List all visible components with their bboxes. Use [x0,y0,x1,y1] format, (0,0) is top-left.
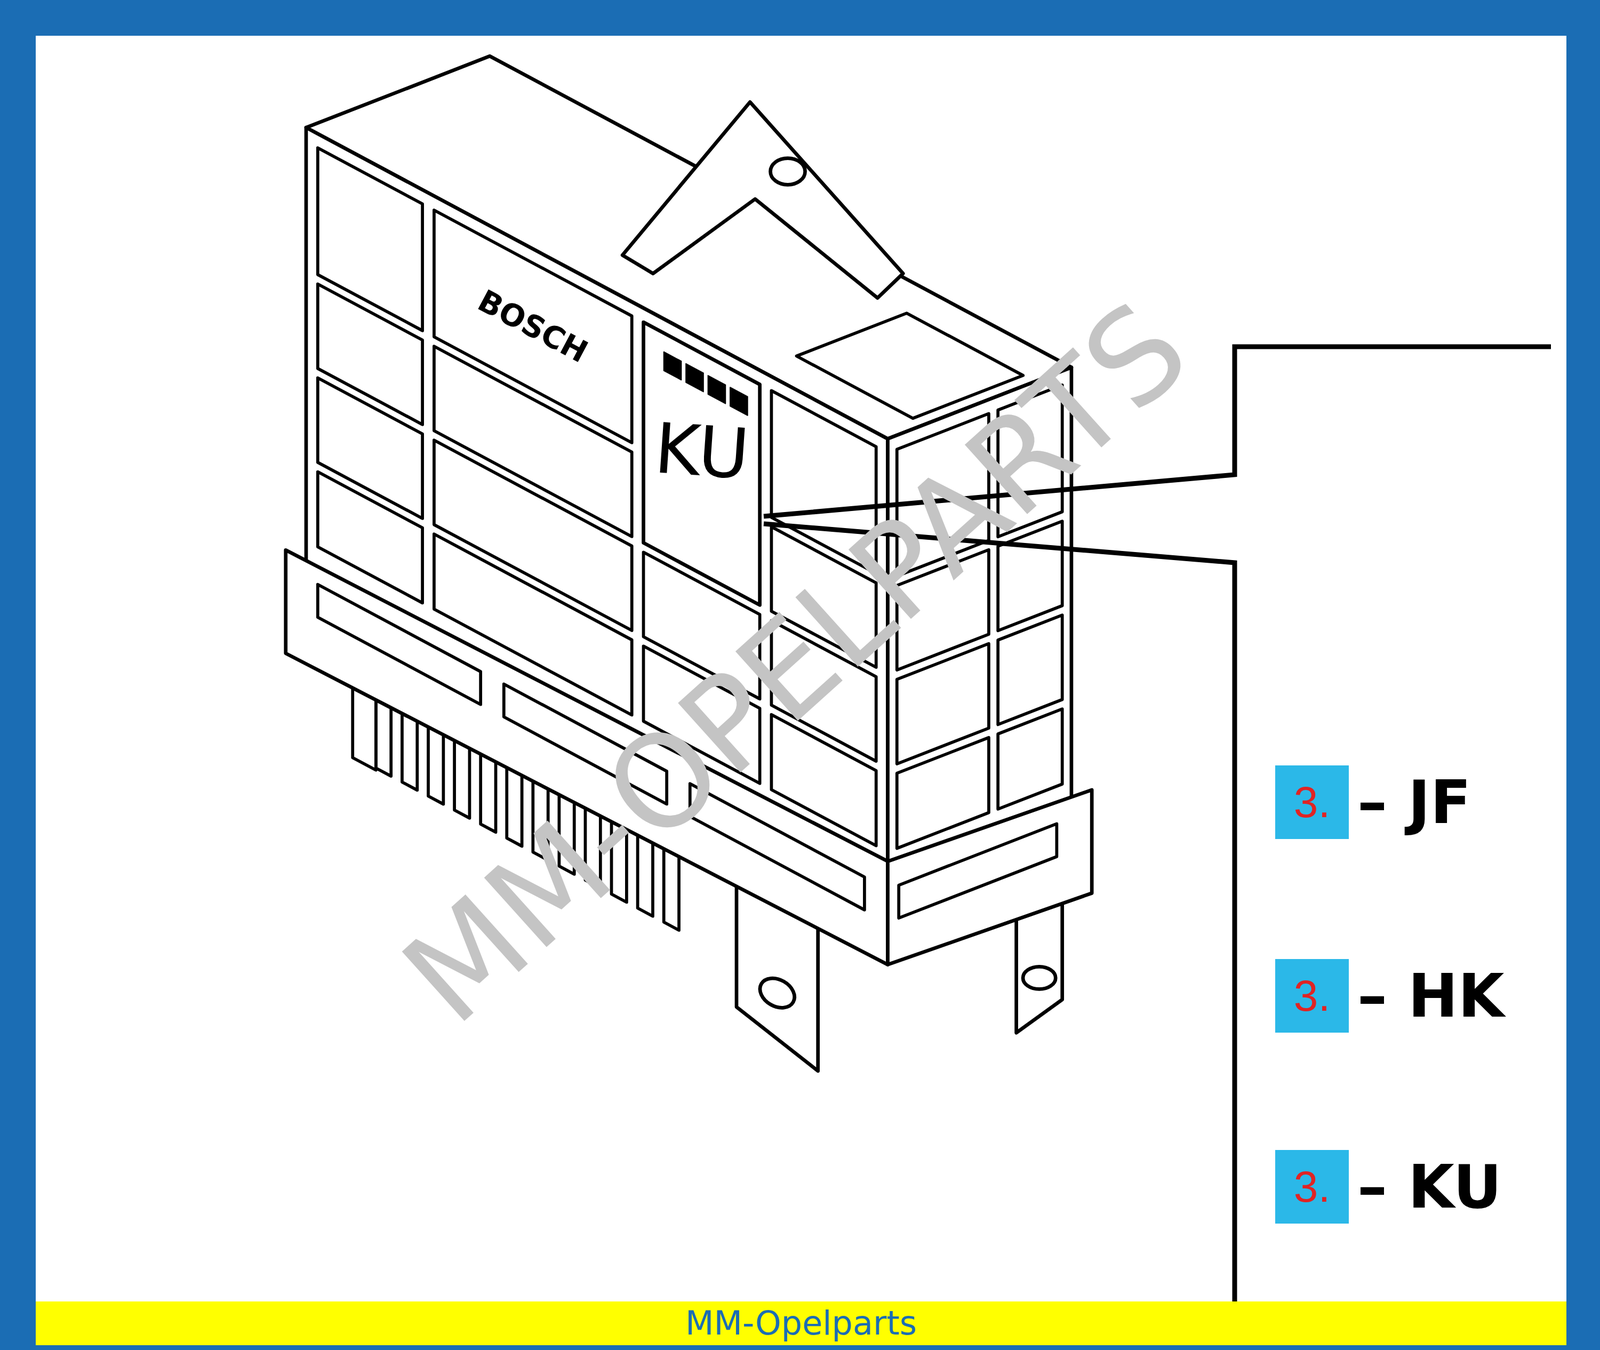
mounting-hole [770,158,806,186]
housing-rib [997,708,1063,810]
code-box: 3. [1275,958,1349,1033]
top-face [306,56,1072,439]
code-box: 3. [1275,1149,1349,1224]
housing-rib [897,737,989,849]
top-bracket [622,101,903,298]
mounting-hole [754,972,800,1014]
footer-text: MM-Opelparts [685,1304,917,1342]
code-mark [730,387,748,416]
callout-number: 3. [1293,970,1331,1021]
code-mark [664,352,682,381]
mounting-hole [1022,966,1056,989]
housing-rib [434,533,632,715]
white-ground [35,35,1567,1302]
code-mark [685,363,704,392]
code-mark [708,375,726,404]
variant-code: – KU [1357,1152,1502,1222]
code-letters: KU [651,408,752,495]
housing-rib [317,472,423,604]
code-box: 3. [1275,765,1349,839]
callout-number: 3. [1293,777,1331,828]
callout-number: 3. [1293,1161,1331,1212]
variant-code: – HK [1357,961,1505,1031]
footer-band: MM-Opelparts [35,1301,1567,1346]
housing-rib [997,614,1063,725]
variant-code: – JF [1357,768,1471,837]
